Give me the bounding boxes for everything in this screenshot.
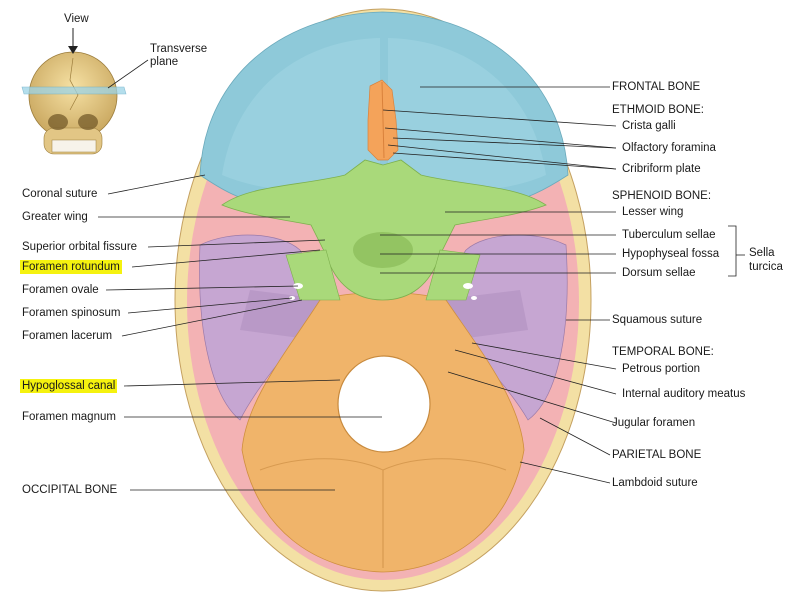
view-label: View xyxy=(64,13,89,25)
hypophyseal-fossa xyxy=(353,232,413,268)
label-foramen-rotundum: Foramen rotundum xyxy=(20,260,122,274)
label-tuberculum-sellae: Tuberculum sellae xyxy=(622,229,716,241)
label-hypoglossal-canal: Hypoglossal canal xyxy=(20,379,118,393)
transverse-plane-label-1: Transverse xyxy=(150,43,208,55)
label-foramen-magnum: Foramen magnum xyxy=(22,411,116,423)
transverse-plane-label-2: plane xyxy=(150,56,179,68)
label-occipital-bone: OCCIPITAL BONE xyxy=(22,484,118,496)
label-temporal-bone: TEMPORAL BONE: xyxy=(612,346,714,358)
label-lesser-wing: Lesser wing xyxy=(622,206,684,218)
label-parietal-bone: PARIETAL BONE xyxy=(612,449,702,461)
transverse-plane xyxy=(21,86,127,95)
label-lambdoid-suture: Lambdoid suture xyxy=(612,477,698,489)
foramen-magnum xyxy=(337,355,431,453)
label-superior-orbital-fissure: Superior orbital fissure xyxy=(22,241,138,253)
label-jugular-foramen: Jugular foramen xyxy=(612,417,696,429)
label-sphenoid-bone: SPHENOID BONE: xyxy=(612,190,712,202)
label-cribriform-plate: Cribriform plate xyxy=(622,163,701,175)
label-greater-wing: Greater wing xyxy=(22,211,88,223)
inset-skull xyxy=(28,51,118,141)
label-dorsum-sellae: Dorsum sellae xyxy=(622,267,696,279)
skull-base xyxy=(174,8,592,592)
label-olfactory-foramina: Olfactory foramina xyxy=(622,142,716,154)
label-foramen-lacerum: Foramen lacerum xyxy=(22,330,113,342)
label-petrous-portion: Petrous portion xyxy=(622,363,700,375)
label-foramen-ovale: Foramen ovale xyxy=(22,284,99,296)
leader-lines xyxy=(98,86,745,491)
label-frontal-bone: FRONTAL BONE xyxy=(612,81,701,93)
orientation-inset xyxy=(21,28,149,155)
label-turcica: turcica xyxy=(749,261,783,273)
view-arrow xyxy=(68,46,78,54)
label-squamous-suture: Squamous suture xyxy=(612,314,703,326)
inset-teeth xyxy=(51,139,97,153)
label-ethmoid-bone: ETHMOID BONE: xyxy=(612,104,705,116)
label-sella: Sella xyxy=(749,247,775,259)
label-internal-auditory-meatus: Internal auditory meatus xyxy=(622,388,746,400)
label-hypophyseal-fossa: Hypophyseal fossa xyxy=(622,248,720,260)
label-crista-galli: Crista galli xyxy=(622,120,676,132)
label-coronal-suture: Coronal suture xyxy=(22,188,98,200)
label-foramen-spinosum: Foramen spinosum xyxy=(22,307,121,319)
